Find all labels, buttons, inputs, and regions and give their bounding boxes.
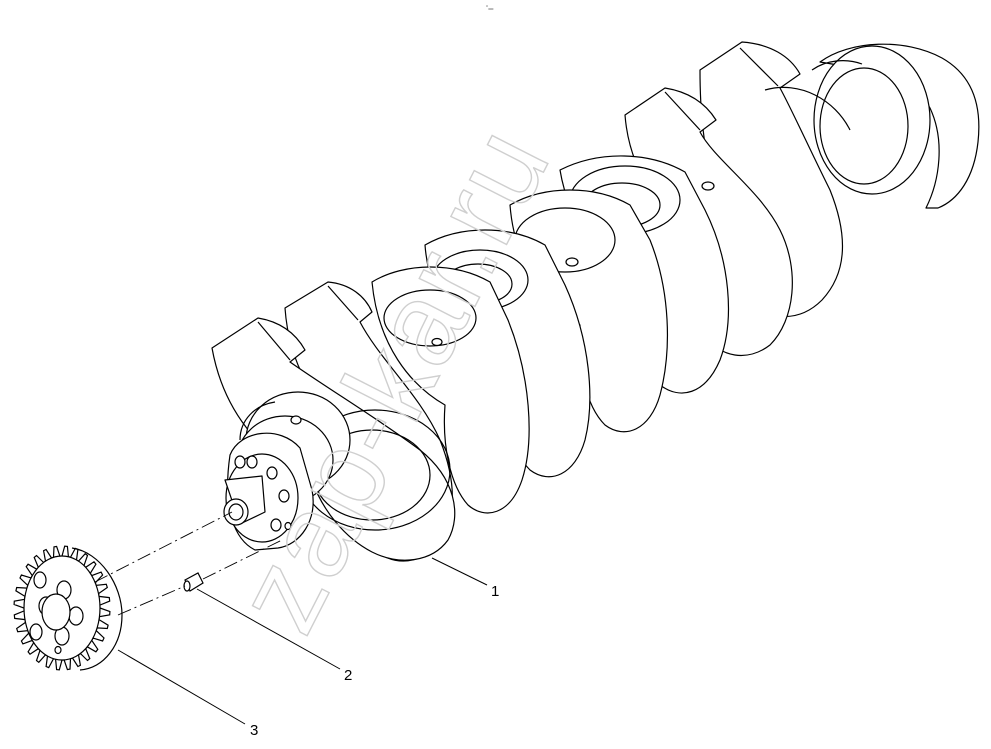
dowel-pin — [183, 572, 204, 592]
leader-line-2 — [196, 588, 341, 670]
crankshaft — [211, 41, 980, 562]
top-mark: ˚═ — [486, 5, 493, 13]
leader-lines — [117, 557, 488, 725]
crankshaft-rear-flange — [811, 43, 980, 209]
callout-3: 3 — [250, 722, 258, 739]
centre-line-pin-hole — [202, 539, 283, 580]
callout-2: 2 — [344, 667, 352, 684]
centre-line-gear-pin — [117, 585, 186, 616]
centre-line-gear-spigot — [94, 511, 233, 583]
leader-line-3 — [117, 649, 246, 725]
timing-gear — [13, 545, 123, 671]
callout-1: 1 — [491, 583, 499, 600]
leader-line-1 — [431, 557, 488, 586]
gear-face-edge — [71, 547, 123, 671]
crankshaft-web-3 — [371, 266, 530, 514]
assembly-lines — [94, 511, 283, 616]
crankshaft-spigot — [223, 475, 266, 526]
